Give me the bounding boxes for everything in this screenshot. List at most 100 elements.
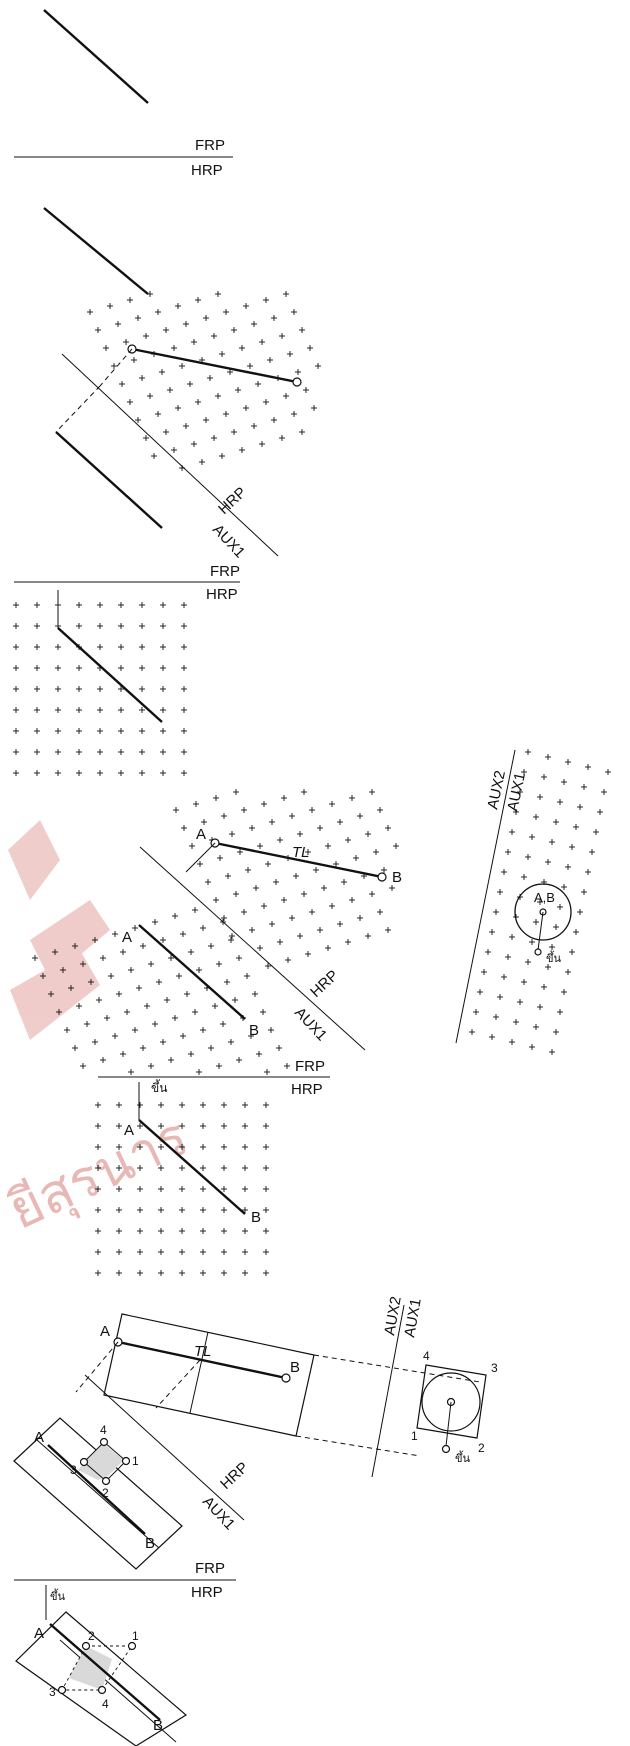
label-b: B xyxy=(153,1717,163,1734)
prism-edge xyxy=(189,1331,209,1414)
line-true-length xyxy=(117,1340,287,1380)
label-up: ขึ้น xyxy=(546,950,562,965)
corner-label-3: 3 xyxy=(491,1361,498,1375)
label-b: B xyxy=(249,1022,259,1039)
projection-line xyxy=(155,1359,201,1409)
corner-point xyxy=(57,1685,67,1695)
label-b: B xyxy=(251,1209,261,1226)
label-a: A xyxy=(100,1323,110,1340)
label-a: A xyxy=(34,1625,44,1642)
grid-points xyxy=(469,749,611,1055)
label-hrp: HRP xyxy=(307,967,342,1001)
corner-point xyxy=(101,1476,111,1486)
up-marker xyxy=(534,948,542,956)
corner-point xyxy=(81,1641,91,1651)
corner-point xyxy=(79,1457,89,1467)
line-top-view xyxy=(138,1119,246,1215)
line-front-view xyxy=(43,207,149,295)
point-view-circle xyxy=(421,1372,481,1432)
reference-line-hrp-aux1 xyxy=(84,1374,245,1521)
corner-label-4: 4 xyxy=(423,1349,430,1363)
prism-top-view xyxy=(13,1417,183,1570)
label-true-length: TL xyxy=(292,844,310,861)
label-aux1: AUX1 xyxy=(291,1004,330,1044)
section-outline xyxy=(61,1645,133,1691)
point-view-circle xyxy=(514,883,572,941)
projection-line xyxy=(313,1354,481,1383)
shaded-section xyxy=(69,1646,112,1690)
reference-line-aux1-aux2 xyxy=(455,749,516,1044)
line-top-view xyxy=(57,627,163,723)
panel-3: FRP HRP xyxy=(13,563,240,776)
label-b: B xyxy=(392,869,402,886)
prism-aux-view xyxy=(103,1313,315,1437)
point-view-square xyxy=(416,1364,487,1439)
label-up: ขึ้น xyxy=(455,1450,471,1465)
line-axis xyxy=(47,1444,146,1535)
label-aux1: AUX1 xyxy=(199,1493,238,1533)
line-top-view xyxy=(138,924,246,1020)
corner-label-2: 2 xyxy=(88,1629,95,1643)
label-frp: FRP xyxy=(195,137,225,154)
label-frp: FRP xyxy=(195,1560,225,1577)
corner-point xyxy=(121,1456,131,1466)
up-marker xyxy=(441,1444,451,1454)
panel-6: A B TL AUX2 AUX1 ขึ้น 4 3 2 1 HRP AUX1 xyxy=(13,1295,498,1570)
projection-line xyxy=(55,385,101,433)
label-hrp: HRP xyxy=(217,1459,252,1493)
label-b: B xyxy=(145,1535,155,1552)
label-hrp: HRP xyxy=(206,586,238,603)
label-frp: FRP xyxy=(295,1058,325,1075)
watermark-logo xyxy=(8,820,110,1040)
corner-point xyxy=(127,1641,137,1651)
line-axis xyxy=(49,1623,161,1721)
projection-line xyxy=(99,348,133,387)
line-true-length xyxy=(214,841,383,879)
up-arrow-line xyxy=(537,911,544,951)
line-true-length xyxy=(131,347,298,384)
corner-label-3: 3 xyxy=(49,1685,56,1699)
label-true-length: TL xyxy=(194,1343,212,1360)
watermark-text: ยีสุรนาร xyxy=(0,1104,198,1243)
corner-label-1: 1 xyxy=(132,1629,139,1643)
label-a: A xyxy=(124,1122,134,1139)
label-hrp: HRP xyxy=(291,1081,323,1098)
reference-line-hrp-aux1 xyxy=(61,353,279,557)
label-aux2: AUX2 xyxy=(381,1295,405,1337)
label-up: ขึ้น xyxy=(151,1079,167,1095)
panel-5: AUX2 AUX1 A,B ขึ้น xyxy=(455,749,611,1055)
panel-1: FRP HRP xyxy=(14,9,233,179)
panel-2: HRP AUX1 xyxy=(43,207,321,561)
line-front-view xyxy=(43,9,149,104)
grid-points xyxy=(13,602,187,776)
label-aux1: AUX1 xyxy=(401,1297,425,1339)
label-b: B xyxy=(290,1359,300,1376)
label-a: A xyxy=(34,1429,44,1446)
label-hrp: HRP xyxy=(191,162,223,179)
panel-7: FRP HRP ขึ้น 2 1 4 3 A B xyxy=(14,1560,236,1746)
corner-point xyxy=(97,1685,107,1695)
projection-line xyxy=(75,1341,119,1393)
label-hrp: HRP xyxy=(191,1584,223,1601)
corner-label-3: 3 xyxy=(70,1463,77,1477)
reference-line-hrp-aux1 xyxy=(139,846,366,1051)
corner-label-4: 4 xyxy=(102,1697,109,1711)
projection-line xyxy=(185,842,216,873)
label-a: A xyxy=(122,929,132,946)
prism-edge xyxy=(59,1639,177,1743)
projection-line xyxy=(295,1435,421,1457)
point-b-marker xyxy=(281,1373,291,1383)
up-arrow-line xyxy=(445,1401,452,1447)
grid-points xyxy=(32,907,290,1075)
label-ab: A,B xyxy=(534,890,555,905)
prism-edge xyxy=(36,1439,160,1549)
point-b-marker xyxy=(292,377,302,387)
grid-points xyxy=(87,291,321,471)
label-a: A xyxy=(196,826,206,843)
corner-label-4: 4 xyxy=(100,1423,107,1437)
reference-line-aux1-aux2 xyxy=(371,1304,405,1478)
grid-points xyxy=(173,789,399,969)
corner-point xyxy=(99,1437,109,1447)
label-aux1: AUX1 xyxy=(209,521,248,561)
